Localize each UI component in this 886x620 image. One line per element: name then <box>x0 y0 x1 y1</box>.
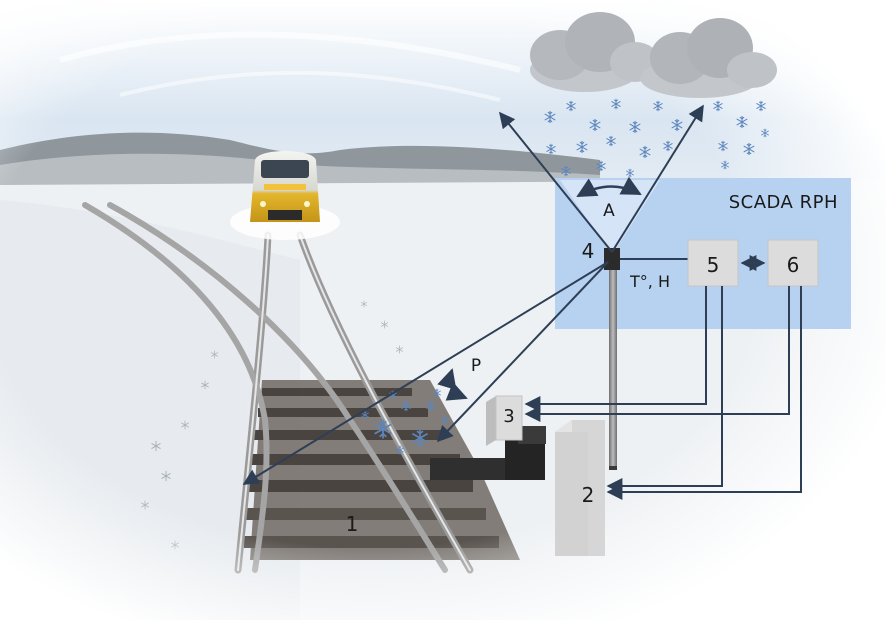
unit6-label: 6 <box>787 253 800 277</box>
cloud-icon <box>530 12 777 98</box>
unit5-label: 5 <box>707 253 720 277</box>
sensor-icon <box>604 248 620 270</box>
heater-unit: 3 <box>486 395 523 446</box>
control-cabinet: 2 <box>555 420 605 556</box>
angle-a-label: A <box>603 201 615 221</box>
heater-unit-label: 3 <box>503 406 514 427</box>
control-wiring <box>524 286 802 500</box>
sensor-rays <box>242 104 704 485</box>
angle-p-arc <box>437 368 468 401</box>
cabinet-label: 2 <box>582 483 595 507</box>
sensor-label: 4 <box>582 239 595 263</box>
unit6-box: 6 <box>767 239 819 287</box>
angle-p-label: P <box>471 356 481 376</box>
temp-humidity-label: T°, H <box>629 272 670 291</box>
scada-panel-title: SCADA RPH <box>729 192 838 213</box>
sensor-pole <box>609 262 617 468</box>
sensor-view-cone <box>560 180 660 255</box>
rail-label: 1 <box>346 512 359 536</box>
angle-a-arc <box>576 176 642 198</box>
unit5-box: 5 <box>687 239 739 287</box>
